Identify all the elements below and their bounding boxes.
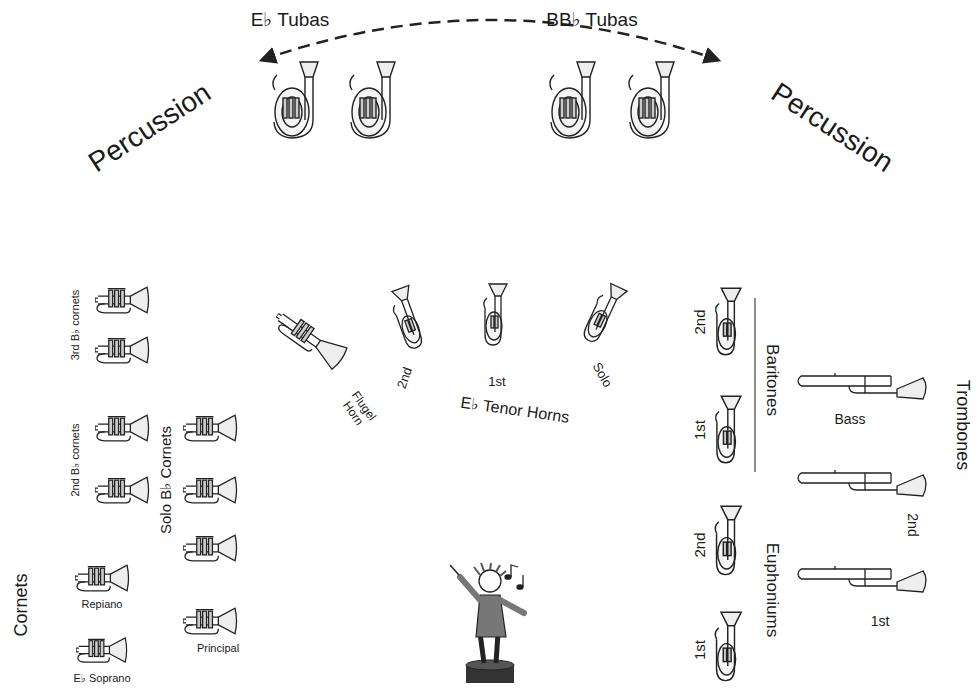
part-label: 1st xyxy=(692,420,709,440)
section-label: Euphoniums xyxy=(763,543,782,638)
part-label: Bass xyxy=(834,412,865,427)
cornet-icon xyxy=(183,608,237,634)
cornet-icon xyxy=(95,477,149,503)
trombone-icon xyxy=(798,373,926,399)
tenor-horn-icon xyxy=(387,285,430,350)
flugel-horn-icon xyxy=(270,304,349,370)
tuba-icon xyxy=(273,62,318,138)
cornet-icon xyxy=(95,337,149,363)
part-label: 2nd xyxy=(692,309,709,334)
cornet-icon xyxy=(75,565,129,591)
tuba-icon xyxy=(350,62,395,138)
part-label: E♭ Soprano xyxy=(73,672,130,684)
part-label: Repiano xyxy=(82,598,123,610)
part-label: 3rd B♭ cornets xyxy=(69,290,81,361)
part-label: 1st xyxy=(692,640,709,660)
part-label: Solo xyxy=(589,360,614,390)
tuba-icon xyxy=(550,62,595,138)
section-label: Percussion xyxy=(766,77,899,178)
section-label: Solo B♭ Cornets xyxy=(158,426,175,534)
cornet-icon xyxy=(183,415,237,441)
part-label: 2nd xyxy=(395,365,416,390)
conductor-figure xyxy=(450,563,524,683)
tuba-icon xyxy=(629,62,674,138)
section-label: Baritones xyxy=(763,344,782,416)
section-label: E♭ Tenor Horns xyxy=(460,394,571,427)
section-label: Trombones xyxy=(952,380,972,470)
euphonium-icon xyxy=(715,506,741,574)
part-label: Flugel Horn xyxy=(333,382,383,438)
part-label: 2nd xyxy=(692,532,709,557)
section-label: BB♭ Tubas xyxy=(546,10,637,31)
part-label: 2nd B♭ cornets xyxy=(69,423,81,496)
section-label: Cornets xyxy=(12,573,32,636)
percussion-swap-arrow xyxy=(262,20,718,60)
cornet-icon xyxy=(183,535,237,561)
cornet-icon xyxy=(76,638,127,662)
part-label: 2nd xyxy=(904,513,919,536)
divider-line xyxy=(754,298,755,472)
section-label: E♭ Tubas xyxy=(251,10,330,31)
part-label: 1st xyxy=(488,375,505,389)
cornet-icon xyxy=(183,477,237,503)
cornet-icon xyxy=(95,287,149,313)
trombone-icon xyxy=(798,470,926,496)
trombone-icon xyxy=(798,566,926,592)
baritone-icon xyxy=(716,396,741,463)
tenor-horn-icon xyxy=(580,281,627,346)
cornet-icon xyxy=(95,415,149,441)
euphonium-icon xyxy=(715,612,741,680)
part-label: Principal xyxy=(197,642,239,654)
section-label: Percussion xyxy=(84,77,217,178)
baritone-icon xyxy=(716,288,741,355)
part-label: 1st xyxy=(871,614,890,629)
tenor-horn-icon xyxy=(484,284,507,345)
